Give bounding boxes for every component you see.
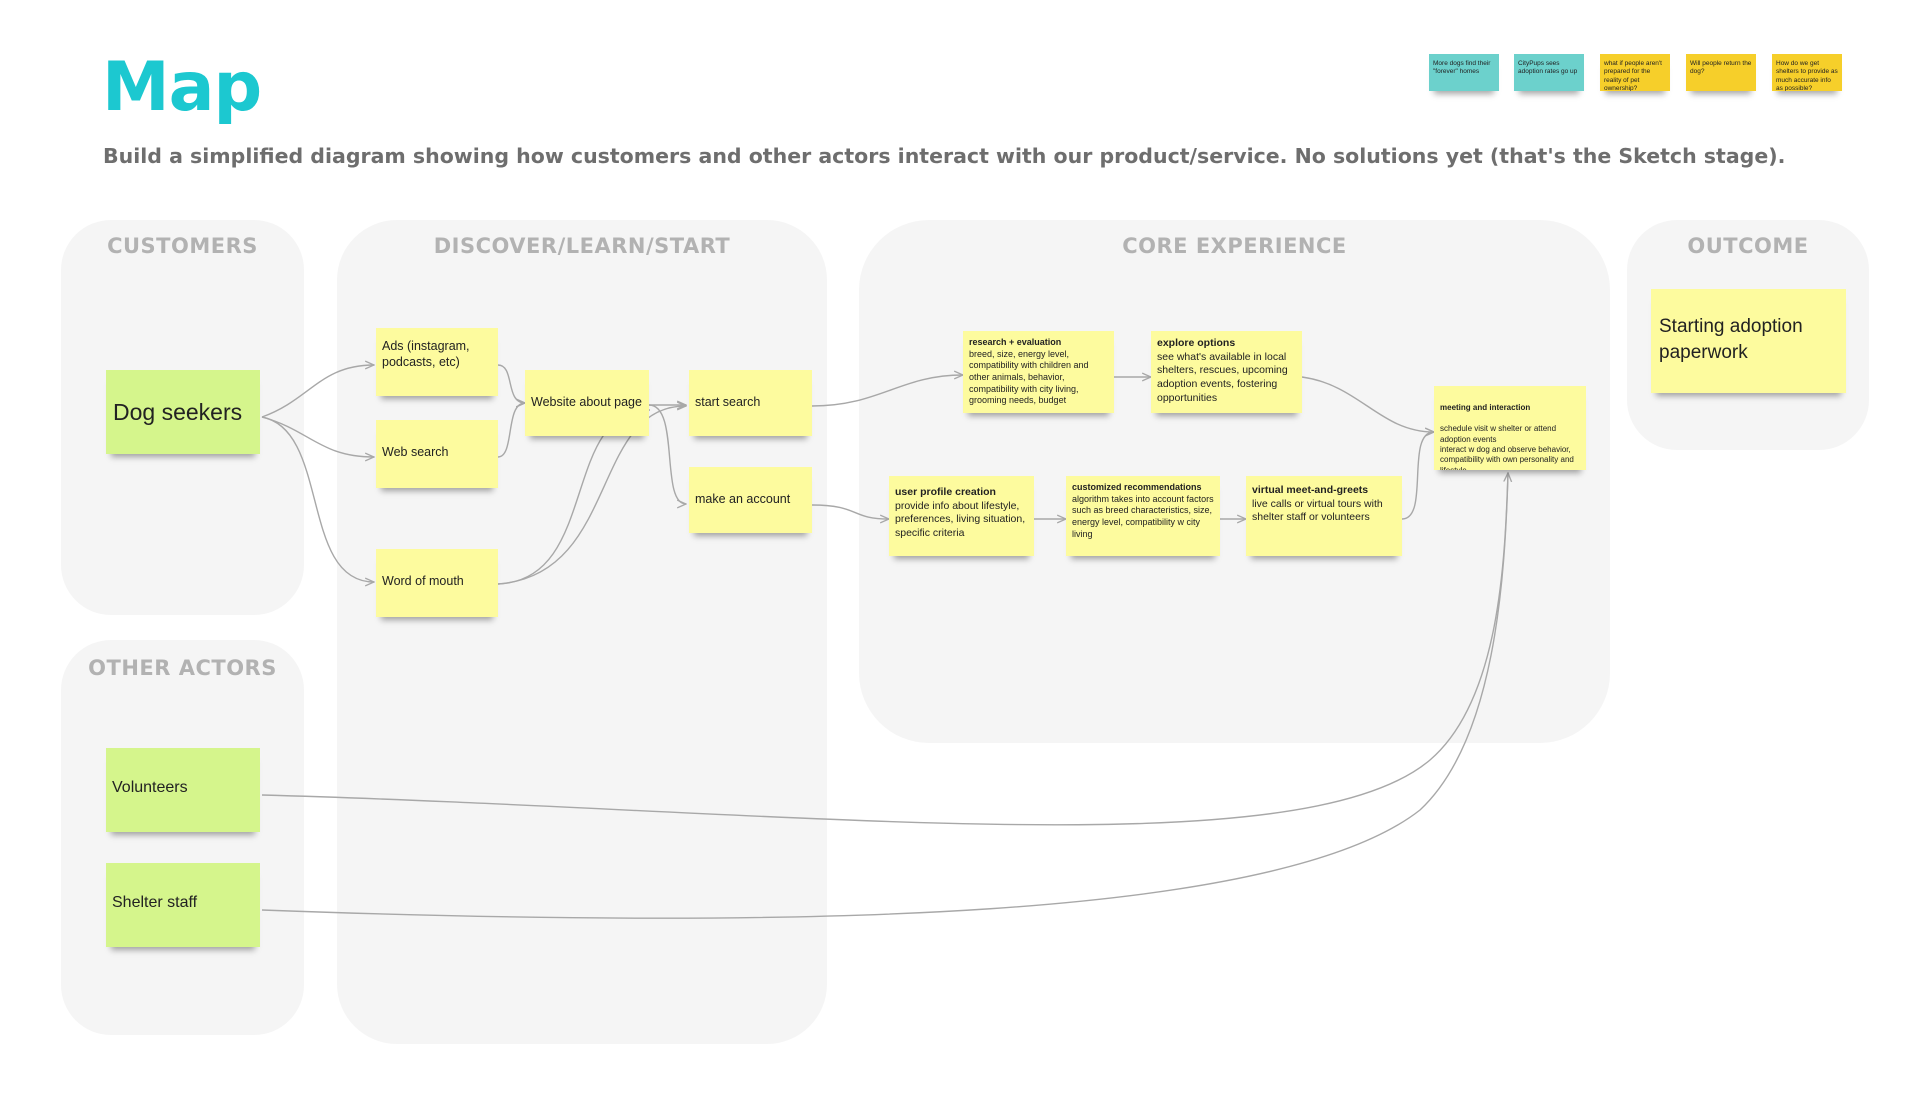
note-forever-homes[interactable]: More dogs find their "forever" homes	[1429, 54, 1499, 91]
sticky-adoption-paperwork[interactable]: Starting adoption paperwork	[1651, 289, 1846, 393]
zone-title-discover: DISCOVER/LEARN/START	[433, 234, 731, 258]
note-return-dog-question[interactable]: Will people return the dog?	[1686, 54, 1756, 91]
zone-other-actors: OTHER ACTORS	[61, 640, 304, 1035]
note-shelter-info-question[interactable]: How do we get shelters to provide as muc…	[1772, 54, 1842, 91]
sticky-web-search[interactable]: Web search	[376, 420, 498, 488]
sticky-shelter-staff[interactable]: Shelter staff	[106, 863, 260, 947]
recs-title: customized recommendations	[1072, 482, 1202, 492]
page-title: Map	[102, 48, 262, 127]
zone-title-customers: CUSTOMERS	[107, 234, 258, 258]
sticky-volunteers[interactable]: Volunteers	[106, 748, 260, 832]
virtual-body: live calls or virtual tours with shelter…	[1252, 497, 1383, 524]
virtual-title: virtual meet-and-greets	[1252, 484, 1369, 496]
zone-title-core: CORE EXPERIENCE	[1122, 234, 1347, 258]
sticky-start-search[interactable]: start search	[689, 370, 812, 436]
profile-body: provide info about lifestyle, preference…	[895, 499, 1026, 539]
meeting-title: meeting and interaction	[1440, 403, 1531, 413]
sticky-virtual-meet-greets[interactable]: virtual meet-and-greets live calls or vi…	[1246, 476, 1402, 556]
sticky-make-account[interactable]: make an account	[689, 467, 812, 533]
note-adoption-rates[interactable]: CityPups sees adoption rates go up	[1514, 54, 1584, 91]
note-pet-ownership-question[interactable]: what if people aren't prepared for the r…	[1600, 54, 1670, 91]
sticky-word-of-mouth[interactable]: Word of mouth	[376, 549, 498, 617]
zone-title-outcome: OUTCOME	[1687, 234, 1809, 258]
sticky-meeting-interaction[interactable]: meeting and interaction schedule visit w…	[1434, 386, 1586, 470]
research-body: breed, size, energy level, compatibility…	[969, 348, 1089, 406]
page-subtitle: Build a simplified diagram showing how c…	[103, 144, 1786, 168]
zone-title-other-actors: OTHER ACTORS	[88, 656, 277, 680]
profile-title: user profile creation	[895, 486, 996, 498]
sticky-explore-options[interactable]: explore options see what's available in …	[1151, 331, 1302, 413]
sticky-website-about[interactable]: Website about page	[525, 370, 649, 436]
sticky-ads[interactable]: Ads (instagram, podcasts, etc)	[376, 328, 498, 396]
explore-body: see what's available in local shelters, …	[1157, 350, 1288, 404]
sticky-user-profile[interactable]: user profile creation provide info about…	[889, 476, 1034, 556]
sticky-research-evaluation[interactable]: research + evaluation breed, size, energ…	[963, 331, 1114, 413]
explore-title: explore options	[1157, 337, 1236, 349]
sticky-customized-recommendations[interactable]: customized recommendations algorithm tak…	[1066, 476, 1220, 556]
sticky-dog-seekers[interactable]: Dog seekers	[106, 370, 260, 454]
meeting-body: schedule visit w shelter or attend adopt…	[1440, 424, 1574, 470]
recs-body: algorithm takes into account factors suc…	[1072, 493, 1214, 539]
research-title: research + evaluation	[969, 337, 1062, 347]
